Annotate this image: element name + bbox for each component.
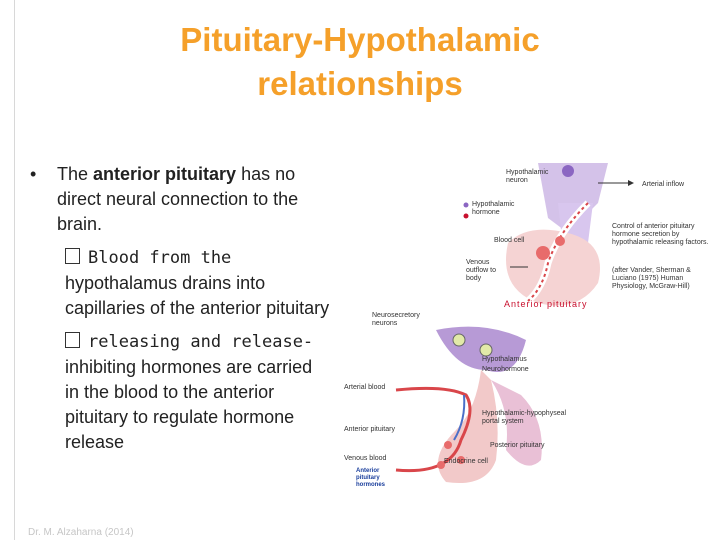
title-line-2: relationships [257, 65, 463, 102]
figure-hypothalamus-pituitary: Neurosecretory neurons Hypothalamus Neur… [336, 300, 620, 490]
label-portal-system: Hypothalamic-hypophyseal portal system [482, 410, 567, 425]
label-hypothalamus: Hypothalamus [482, 356, 527, 363]
label-venous-outflow: Venous outflow to body [466, 259, 496, 282]
label-arterial-blood: Arterial blood [344, 384, 386, 391]
label-anterior-pituitary-red: Anterior pituitary [504, 299, 588, 309]
label-credit: (after Vander, Sherman & Luciano (1975) … [612, 267, 691, 290]
bullet-text-bold: anterior pituitary [93, 164, 237, 184]
label-control-caption: Control of anterior pituitary hormone se… [612, 223, 709, 246]
bullet-text-pre: The [57, 164, 94, 184]
sub-bullet-2-mono: releasing and release- [88, 332, 314, 352]
label-posterior-pituitary: Posterior pituitary [490, 442, 545, 449]
portal-system-illustration [463, 163, 634, 306]
label-blood-cell: Blood cell [494, 237, 525, 244]
figure-portal-system: Hypothalamic neuron Arterial inflow Hypo… [448, 163, 720, 315]
sub-bullet-1-mono: Blood from the [88, 248, 232, 268]
label-neurohormone: Neurohormone [482, 366, 529, 373]
label-anterior-pituitary: Anterior pituitary [344, 426, 395, 433]
label-arterial-inflow: Arterial inflow [642, 181, 685, 188]
label-neurosecretory: Neurosecretory neurons [372, 312, 420, 327]
bullet-list: • The anterior pituitary has no direct n… [30, 162, 330, 455]
sub-bullet-2: releasing and release- inhibiting hormon… [65, 329, 330, 455]
slide-title: Pituitary-Hypothalamic relationships [120, 18, 600, 106]
sub-bullet-2-text: inhibiting hormones are carried in the b… [65, 357, 313, 452]
footer-credit: Dr. M. Alzaharna (2014) [28, 527, 134, 538]
label-endocrine-cell: Endocrine cell [444, 458, 488, 465]
missing-glyph-icon [65, 248, 80, 264]
bullet-item: • The anterior pituitary has no direct n… [30, 162, 330, 237]
sub-bullet-1-text: hypothalamus drains into capillaries of … [65, 273, 330, 318]
title-line-1: Pituitary-Hypothalamic [180, 21, 540, 58]
label-anterior-hormones: Anterior pituitary hormones [356, 468, 386, 488]
label-venous-blood: Venous blood [344, 455, 387, 462]
slide-border [14, 0, 720, 540]
missing-glyph-icon [65, 332, 80, 348]
sub-bullet-1: Blood from the hypothalamus drains into … [65, 245, 330, 321]
label-hypothalamic-neuron: Hypothalamic neuron [506, 169, 549, 184]
bullet-dot: • [30, 164, 37, 184]
label-hypothalamic-hormone: Hypothalamic hormone [472, 201, 515, 216]
hypothalamus-pituitary-illustration [395, 326, 542, 484]
bullet-text-post: has no direct neural connection to the b… [57, 164, 299, 234]
